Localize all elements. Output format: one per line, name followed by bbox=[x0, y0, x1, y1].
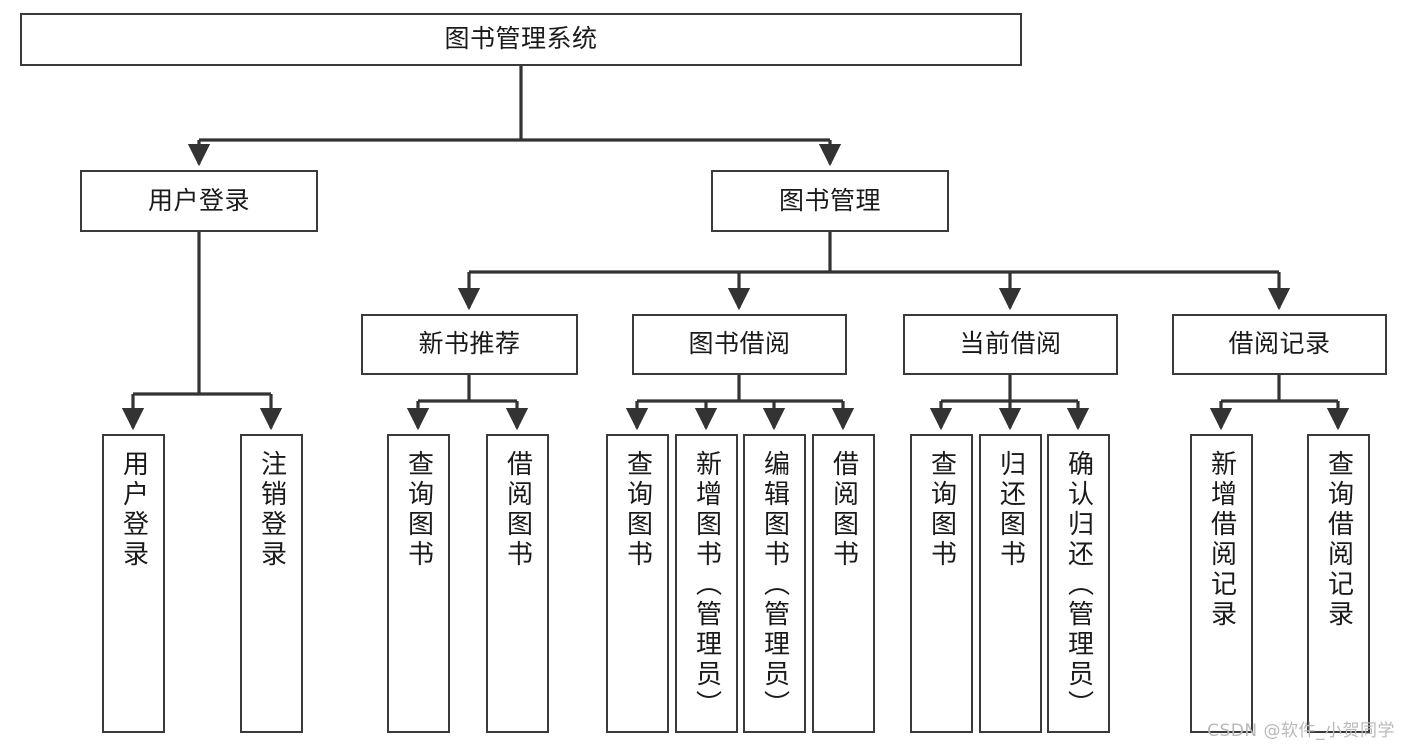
node-borrow-record[interactable]: 借阅记录 bbox=[1172, 314, 1387, 375]
node-label: 查询图书 bbox=[926, 450, 957, 570]
node-label: 图书管理 bbox=[778, 185, 881, 215]
leaf-borrow-borrow-book[interactable]: 借阅图书 bbox=[812, 434, 875, 733]
node-current-borrow[interactable]: 当前借阅 bbox=[903, 314, 1118, 375]
node-user-login[interactable]: 用户登录 bbox=[80, 170, 318, 232]
node-book-management[interactable]: 图书管理 bbox=[711, 170, 949, 232]
node-label: 借阅图书 bbox=[502, 450, 533, 570]
node-root-system[interactable]: 图书管理系统 bbox=[20, 13, 1022, 66]
node-label: 借阅图书 bbox=[828, 450, 859, 570]
leaf-borrow-edit-book-admin[interactable]: 编辑图书（管理员） bbox=[743, 434, 806, 733]
node-label: 查询图书 bbox=[622, 450, 653, 570]
node-label: 新增图书（管理员） bbox=[691, 450, 722, 720]
node-book-borrow[interactable]: 图书借阅 bbox=[632, 314, 847, 375]
leaf-user-login-login[interactable]: 用户登录 bbox=[102, 434, 165, 733]
leaf-user-login-logout[interactable]: 注销登录 bbox=[240, 434, 303, 733]
node-label: 查询图书 bbox=[403, 450, 434, 570]
leaf-borrow-query-book[interactable]: 查询图书 bbox=[606, 434, 669, 733]
node-label: 借阅记录 bbox=[1228, 329, 1331, 359]
node-label: 新书推荐 bbox=[418, 329, 521, 359]
leaf-current-query-book[interactable]: 查询图书 bbox=[910, 434, 973, 733]
leaf-new-book-query[interactable]: 查询图书 bbox=[387, 434, 450, 733]
node-label: 图书借阅 bbox=[688, 329, 791, 359]
node-label: 当前借阅 bbox=[959, 329, 1062, 359]
leaf-new-book-borrow[interactable]: 借阅图书 bbox=[486, 434, 549, 733]
leaf-current-return-book[interactable]: 归还图书 bbox=[979, 434, 1042, 733]
node-new-book-recommend[interactable]: 新书推荐 bbox=[361, 314, 578, 375]
leaf-record-add-record[interactable]: 新增借阅记录 bbox=[1190, 434, 1253, 733]
node-label: 新增借阅记录 bbox=[1206, 450, 1237, 630]
node-label: 确认归还（管理员） bbox=[1063, 450, 1094, 720]
leaf-borrow-add-book-admin[interactable]: 新增图书（管理员） bbox=[675, 434, 738, 733]
node-label: 归还图书 bbox=[995, 450, 1026, 570]
node-label: 用户登录 bbox=[147, 185, 250, 215]
node-label: 用户登录 bbox=[118, 450, 149, 570]
node-label: 编辑图书（管理员） bbox=[759, 450, 790, 720]
leaf-current-confirm-return-admin[interactable]: 确认归还（管理员） bbox=[1047, 434, 1110, 733]
leaf-record-query-record[interactable]: 查询借阅记录 bbox=[1307, 434, 1370, 733]
node-label: 图书管理系统 bbox=[444, 24, 598, 54]
node-label: 查询借阅记录 bbox=[1323, 450, 1354, 630]
node-label: 注销登录 bbox=[256, 450, 287, 570]
csdn-watermark: CSDN @软件_小贺同学 bbox=[1207, 721, 1395, 741]
